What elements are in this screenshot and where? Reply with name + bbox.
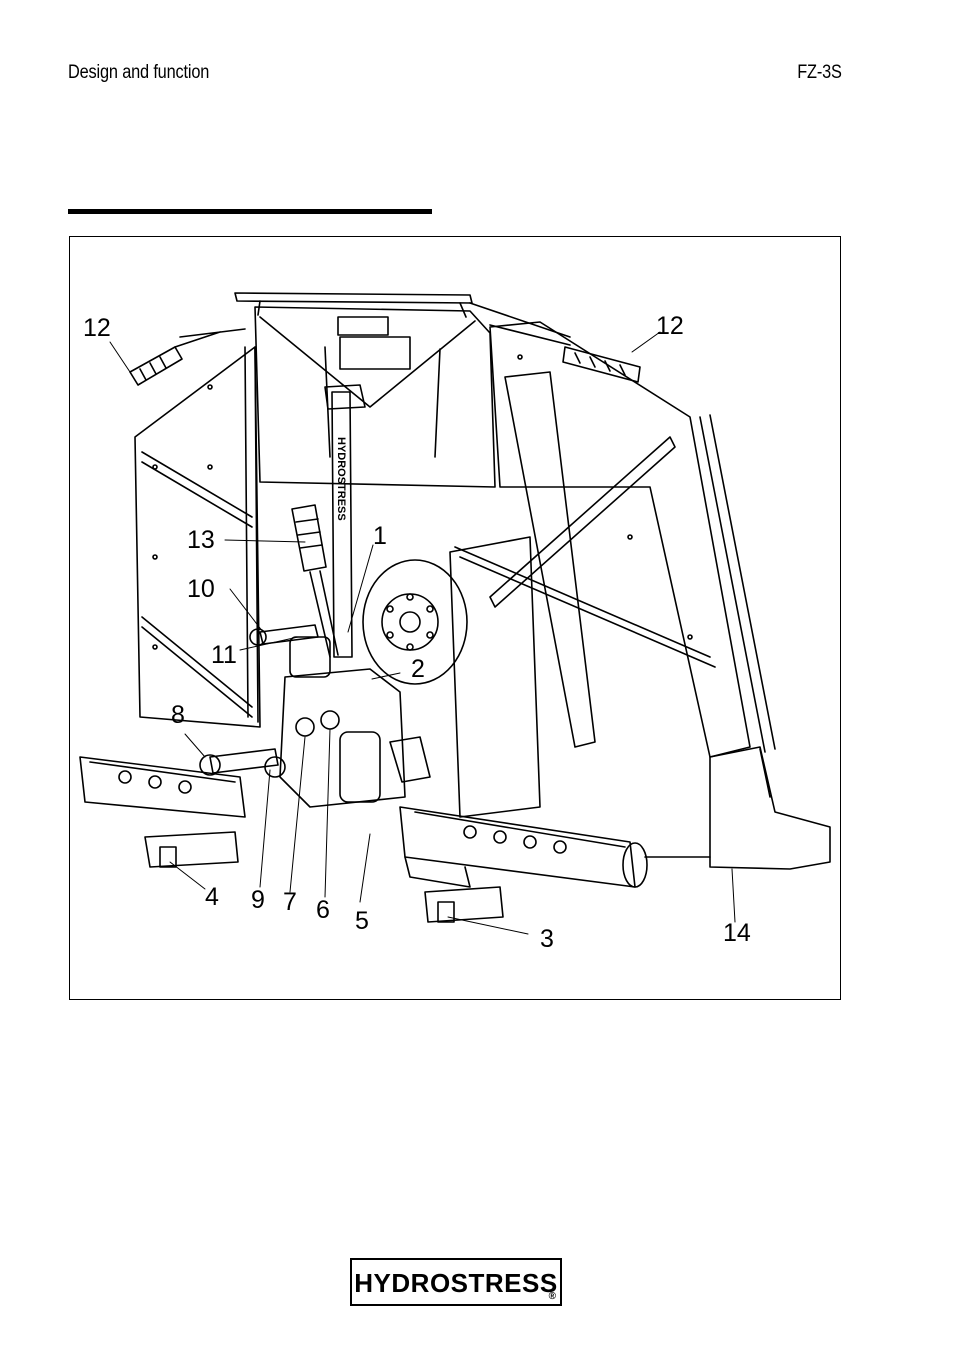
callout-9: 9 (251, 886, 265, 914)
header-rule (68, 209, 432, 214)
machine-illustration: HYDROSTRESS (69, 236, 841, 1000)
callout-2: 2 (411, 655, 425, 683)
tool-holder-14 (709, 746, 831, 870)
leader-lines (109, 331, 736, 935)
machine-brand-label: HYDROSTRESS (335, 437, 347, 521)
callout-7: 7 (283, 888, 297, 916)
gearbox (279, 668, 406, 808)
lever-column (331, 391, 353, 658)
hydrostress-logo: HYDROSTRESS ® (350, 1258, 562, 1306)
left-guard-panel (134, 346, 261, 728)
handle-13 (291, 504, 327, 572)
callout-13: 13 (187, 526, 215, 554)
connector-10 (259, 624, 319, 645)
lower-right-panel (449, 536, 541, 818)
callout-8: 8 (171, 701, 185, 729)
callout-6: 6 (316, 896, 330, 924)
callout-1: 1 (373, 522, 387, 550)
callout-4: 4 (205, 883, 219, 911)
handle-12-right (562, 346, 641, 383)
machine-drawing: HYDROSTRESS (79, 292, 831, 935)
callout-5: 5 (355, 907, 369, 935)
model-name: FZ-3S (797, 62, 842, 83)
handle-12-left (129, 346, 183, 386)
upper-housing (254, 306, 496, 488)
connector-8 (209, 748, 279, 774)
callout-11: 11 (211, 641, 237, 669)
right-guard-panel (489, 321, 751, 758)
callout-10: 10 (187, 575, 215, 603)
callout-3: 3 (540, 925, 554, 953)
registered-mark: ® (548, 1291, 556, 1302)
foot-4 (144, 831, 239, 868)
blade-flange (362, 559, 468, 685)
rail-left (79, 756, 246, 818)
rail-right (399, 806, 636, 888)
callout-12-left: 12 (83, 314, 111, 342)
top-frame (234, 292, 473, 304)
logo-text: HYDROSTRESS (354, 1268, 558, 1298)
section-title: Design and function (68, 62, 210, 83)
foot-3 (424, 886, 504, 923)
callout-14: 14 (723, 919, 751, 947)
callout-12-right: 12 (656, 312, 684, 340)
